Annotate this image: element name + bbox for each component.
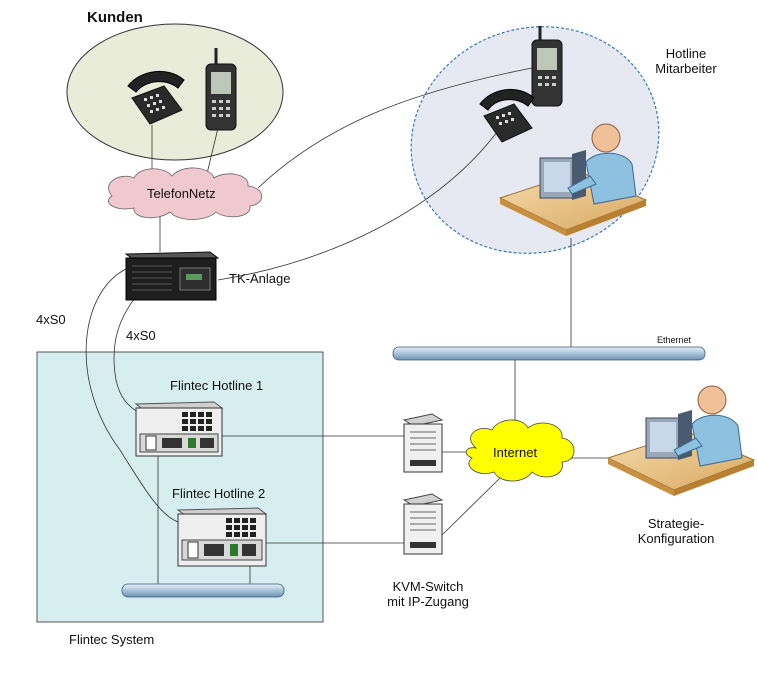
- strategy-label: Strategie- Konfiguration: [624, 516, 728, 546]
- flintec-system-box: [36, 351, 324, 623]
- ethernet-bus: [392, 346, 706, 361]
- phone-network-cloud: [108, 167, 263, 220]
- strategy-workstation-icon: [606, 385, 756, 496]
- ethernet-label: Ethernet: [657, 335, 692, 345]
- link-right-label: 4xS0: [126, 328, 156, 343]
- kvm-label: KVM-Switch mit IP-Zugang: [372, 579, 484, 609]
- hotline-staff-label-line2: Mitarbeiter: [655, 61, 717, 76]
- system-bus: [121, 583, 285, 598]
- hotline-staff-label-line1: Hotline: [665, 46, 707, 61]
- hotline-workstation-icon: [498, 123, 648, 236]
- customers-label: Kunden: [87, 9, 143, 26]
- pbx-label: TK-Anlage: [229, 271, 291, 286]
- internet-label: Internet: [493, 445, 538, 460]
- strategy-label-line1: Strategie-: [647, 516, 705, 531]
- link-left-label: 4xS0: [36, 312, 66, 327]
- customer-zone: [66, 23, 284, 161]
- phone-network-label: TelefonNetz: [147, 186, 216, 201]
- desk-phone-icon: [127, 70, 185, 125]
- system-label: Flintec System: [69, 632, 155, 647]
- kvm-unit-lower-icon: [402, 493, 444, 555]
- hotline-mobile-phone-icon: [531, 26, 563, 107]
- hotline-desk-phone-icon: [479, 88, 535, 143]
- kvm-label-line1: KVM-Switch: [392, 579, 464, 594]
- kvm-unit-upper-icon: [402, 413, 444, 473]
- server1-icon: [134, 401, 224, 457]
- server2-label: Flintec Hotline 2: [172, 486, 266, 501]
- pbx-device-icon: [124, 251, 220, 301]
- server2-icon: [176, 507, 268, 567]
- mobile-phone-icon: [205, 48, 237, 131]
- internet-cloud: [465, 419, 575, 482]
- kvm-label-line2: mit IP-Zugang: [387, 594, 469, 609]
- hotline-staff-label: Hotline Mitarbeiter: [646, 46, 726, 76]
- server1-label: Flintec Hotline 1: [170, 378, 264, 393]
- strategy-label-line2: Konfiguration: [637, 531, 715, 546]
